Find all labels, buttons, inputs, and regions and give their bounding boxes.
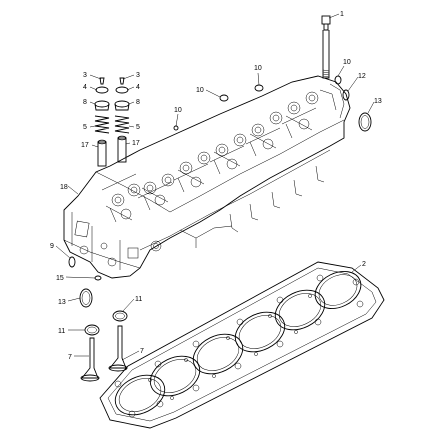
callout-15: 15 — [56, 275, 64, 282]
dowel-15 — [94, 275, 102, 281]
callout-9: 9 — [50, 243, 54, 250]
callout-13b: 13 — [58, 299, 66, 306]
cylinder-head — [63, 75, 351, 279]
callout-18: 18 — [60, 184, 68, 191]
callout-11a: 11 — [135, 296, 142, 303]
valve-guides — [97, 135, 127, 167]
gasket-bolt-holes — [114, 274, 364, 418]
valve-train-row — [101, 91, 319, 223]
plug-12 — [342, 89, 350, 101]
callout-4a: 4 — [83, 84, 87, 91]
plug-9 — [68, 256, 76, 268]
callout-10a: 10 — [254, 65, 262, 72]
callout-10c: 10 — [174, 107, 182, 114]
callout-12: 12 — [358, 73, 366, 80]
callout-8b: 8 — [136, 99, 140, 106]
valve-springs — [94, 115, 130, 134]
callout-5b: 5 — [136, 124, 140, 131]
valve-keepers-left — [99, 77, 125, 85]
callout-2: 2 — [362, 261, 366, 268]
callout-17b: 17 — [132, 140, 140, 147]
callout-10b: 10 — [196, 87, 204, 94]
head-bolt — [321, 15, 331, 79]
valves-7 — [80, 325, 128, 382]
callout-11b: 11 — [58, 328, 65, 335]
callout-1: 1 — [340, 11, 344, 18]
callout-8a: 8 — [83, 99, 87, 106]
callout-17a: 17 — [81, 142, 89, 149]
leader-lines — [55, 13, 375, 361]
valve-seals — [94, 100, 130, 111]
callout-3b: 3 — [136, 72, 140, 79]
callout-3a: 3 — [83, 72, 87, 79]
callout-4b: 4 — [136, 84, 140, 91]
callout-7b: 7 — [140, 348, 144, 355]
callout-10d: 10 — [343, 59, 351, 66]
callout-5a: 5 — [83, 124, 87, 131]
callout-7a: 7 — [68, 354, 72, 361]
callout-labels: 1 2 3 3 4 4 8 8 5 5 17 17 10 10 10 10 12… — [50, 11, 382, 361]
oring-13-rear — [358, 112, 372, 132]
callout-13a: 13 — [374, 98, 382, 105]
oring-13-front — [79, 288, 93, 308]
spring-retainers — [95, 86, 129, 94]
head-gasket — [99, 261, 385, 429]
small-orings-10 — [173, 75, 342, 131]
valve-seat-inserts-11 — [84, 310, 128, 336]
gasket-cylinder-bores — [114, 270, 362, 416]
